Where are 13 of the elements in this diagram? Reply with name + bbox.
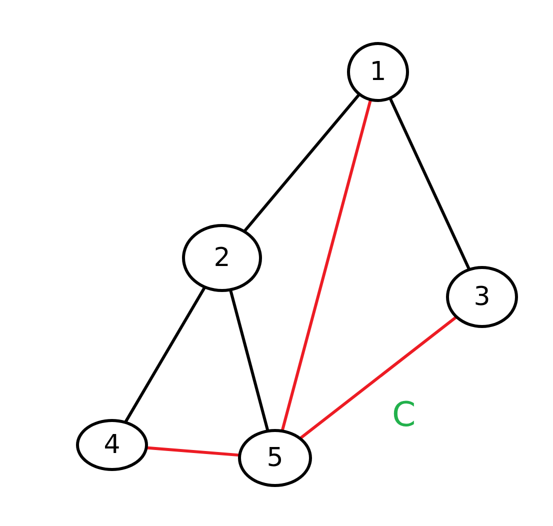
connector-line <box>124 286 206 423</box>
connector-line <box>229 290 269 432</box>
node-number: 3 <box>474 284 490 310</box>
node-number: 1 <box>370 59 386 85</box>
node-number: 5 <box>266 445 284 471</box>
node-number: 4 <box>104 432 120 458</box>
node-number: 2 <box>214 245 230 271</box>
connector-line <box>300 316 457 440</box>
connector-line <box>146 446 240 457</box>
connector-line <box>244 94 360 232</box>
connector-line <box>389 98 470 270</box>
connector-line <box>281 100 372 432</box>
annotation-letter: C <box>392 398 416 432</box>
